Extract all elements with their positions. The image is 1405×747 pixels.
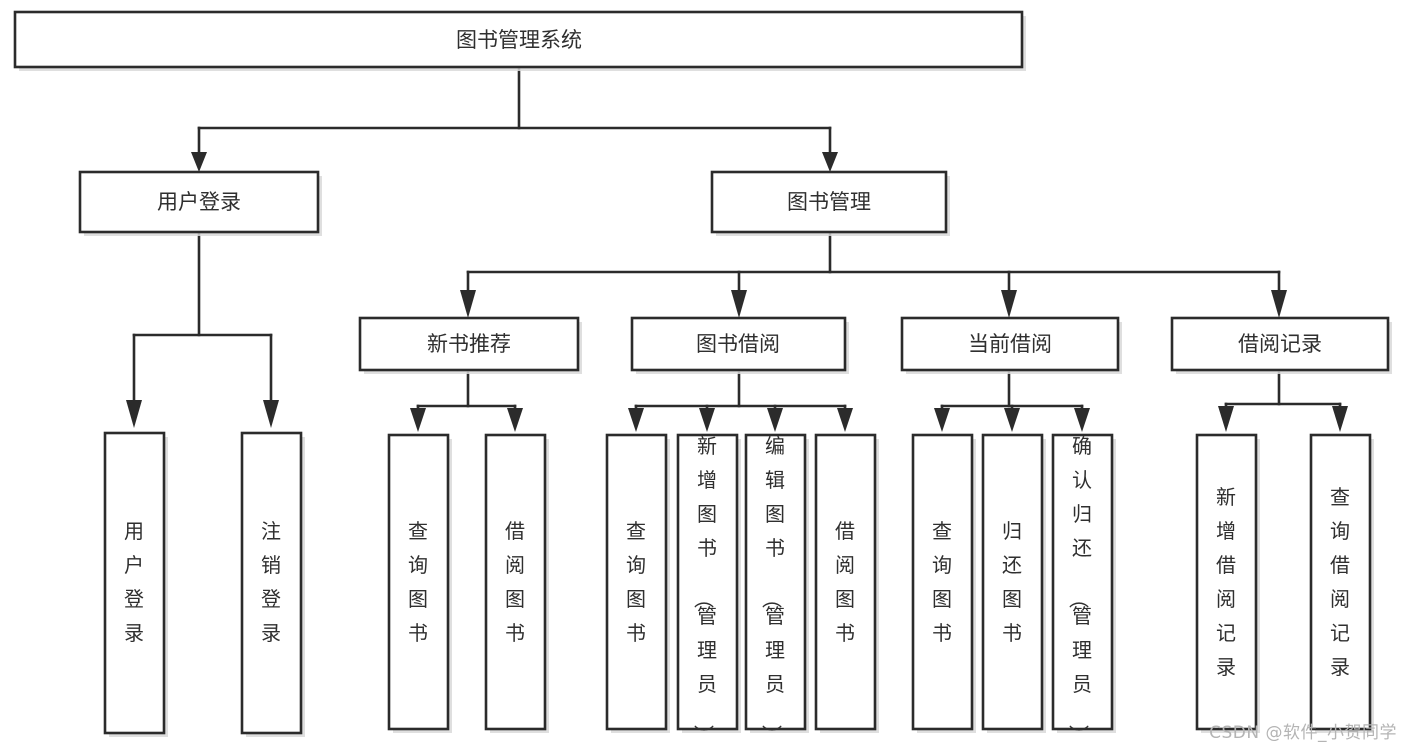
node-user-login[interactable]: 用户登录 bbox=[78, 170, 322, 236]
leaf-user-login-box[interactable] bbox=[103, 431, 166, 735]
node-leaf-query-book-1[interactable]: 查询图书 bbox=[387, 433, 452, 733]
leaf-add-book-box[interactable] bbox=[676, 433, 739, 731]
node-leaf-user-logout[interactable]: 注销登录 bbox=[240, 431, 305, 737]
leaf-return-book-box[interactable] bbox=[981, 433, 1044, 731]
arrowhead-leaf-add-record bbox=[1218, 406, 1234, 432]
leaf-confirm-return-box[interactable] bbox=[1051, 433, 1114, 731]
arrowhead-leaf-query-book-2 bbox=[628, 408, 644, 432]
node-leaf-add-record[interactable]: 新增借阅记录 bbox=[1195, 433, 1260, 733]
node-leaf-query-record[interactable]: 查询借阅记录 bbox=[1309, 433, 1374, 733]
arrowhead-leaf-user-login bbox=[126, 400, 142, 428]
arrowhead-new-book-recommend bbox=[460, 290, 476, 318]
node-leaf-edit-book[interactable]: 编辑图书（管理员） bbox=[744, 433, 809, 745]
leaf-borrow-book-1-box[interactable] bbox=[484, 433, 547, 731]
connector-layer bbox=[126, 65, 1348, 432]
book-management-label: 图书管理 bbox=[787, 190, 871, 214]
leaf-query-book-1-box[interactable] bbox=[387, 433, 450, 731]
current-borrow-label: 当前借阅 bbox=[968, 332, 1052, 356]
node-borrow-record[interactable]: 借阅记录 bbox=[1170, 316, 1392, 374]
leaf-query-book-3-box[interactable] bbox=[911, 433, 974, 731]
current-borrow-box[interactable] bbox=[900, 316, 1120, 372]
new-book-recommend-box[interactable] bbox=[358, 316, 580, 372]
leaf-return-book-label: 归还图书 bbox=[1002, 519, 1022, 645]
node-leaf-borrow-book-2[interactable]: 借阅图书 bbox=[814, 433, 879, 733]
root-box[interactable] bbox=[13, 10, 1024, 69]
arrowhead-current-borrow bbox=[1001, 290, 1017, 318]
borrow-record-box[interactable] bbox=[1170, 316, 1390, 372]
arrowhead-leaf-user-logout bbox=[263, 400, 279, 428]
new-book-recommend-label: 新书推荐 bbox=[427, 332, 511, 356]
arrowhead-leaf-add-book bbox=[699, 408, 715, 432]
leaf-user-logout-label: 注销登录 bbox=[261, 519, 281, 645]
arrowhead-leaf-borrow-book-1 bbox=[507, 408, 523, 432]
user-login-box[interactable] bbox=[78, 170, 320, 234]
arrowhead-leaf-return-book bbox=[1004, 408, 1020, 432]
arrowhead-borrow-record bbox=[1271, 290, 1287, 318]
arrowhead-book-management bbox=[822, 152, 838, 172]
leaf-query-record-label: 查询借阅记录 bbox=[1330, 485, 1350, 679]
arrowhead-leaf-query-record bbox=[1332, 406, 1348, 432]
leaf-edit-book-label: 编辑图书（管理员） bbox=[760, 434, 785, 745]
arrowhead-leaf-query-book-1 bbox=[410, 408, 426, 432]
leaf-query-record-box[interactable] bbox=[1309, 433, 1372, 731]
node-leaf-borrow-book-1[interactable]: 借阅图书 bbox=[484, 433, 549, 733]
borrow-record-label: 借阅记录 bbox=[1238, 332, 1322, 356]
leaf-borrow-book-2-label: 借阅图书 bbox=[835, 519, 855, 645]
arrowhead-book-borrow bbox=[731, 290, 747, 318]
leaf-confirm-return-label: 确认归还（管理员） bbox=[1067, 434, 1092, 745]
book-management-box[interactable] bbox=[710, 170, 948, 234]
root-label: 图书管理系统 bbox=[456, 28, 582, 52]
leaf-borrow-book-1-label: 借阅图书 bbox=[505, 519, 525, 645]
node-current-borrow[interactable]: 当前借阅 bbox=[900, 316, 1122, 374]
arrowhead-leaf-confirm-return bbox=[1074, 408, 1090, 432]
leaf-add-record-box[interactable] bbox=[1195, 433, 1258, 731]
node-leaf-add-book[interactable]: 新增图书（管理员） bbox=[676, 433, 741, 745]
leaf-edit-book-box[interactable] bbox=[744, 433, 807, 731]
leaf-query-book-2-box[interactable] bbox=[605, 433, 668, 731]
node-book-management[interactable]: 图书管理 bbox=[710, 170, 950, 236]
node-leaf-query-book-2[interactable]: 查询图书 bbox=[605, 433, 670, 733]
node-root[interactable]: 图书管理系统 bbox=[13, 10, 1026, 71]
arrowhead-leaf-borrow-book-2 bbox=[837, 408, 853, 432]
arrowhead-leaf-query-book-3 bbox=[934, 408, 950, 432]
node-new-book-recommend[interactable]: 新书推荐 bbox=[358, 316, 582, 374]
book-borrow-label: 图书借阅 bbox=[696, 332, 780, 356]
leaf-user-login-label: 用户登录 bbox=[124, 519, 144, 645]
leaf-user-logout-box[interactable] bbox=[240, 431, 303, 735]
arrowhead-leaf-edit-book bbox=[767, 408, 783, 432]
node-leaf-user-login[interactable]: 用户登录 bbox=[103, 431, 168, 737]
csdn-watermark: CSDN @软件_小贺同学 bbox=[1209, 723, 1397, 743]
leaf-borrow-book-2-box[interactable] bbox=[814, 433, 877, 731]
arrowhead-user-login bbox=[191, 152, 207, 172]
leaf-query-book-3-label: 查询图书 bbox=[932, 519, 952, 645]
node-leaf-query-book-3[interactable]: 查询图书 bbox=[911, 433, 976, 733]
book-borrow-box[interactable] bbox=[630, 316, 847, 372]
node-leaf-return-book[interactable]: 归还图书 bbox=[981, 433, 1046, 733]
leaf-query-book-2-label: 查询图书 bbox=[626, 519, 646, 645]
node-book-borrow[interactable]: 图书借阅 bbox=[630, 316, 849, 374]
leaf-add-record-label: 新增借阅记录 bbox=[1216, 485, 1236, 679]
leaf-query-book-1-label: 查询图书 bbox=[408, 519, 428, 645]
leaf-add-book-label: 新增图书（管理员） bbox=[692, 434, 717, 745]
node-leaf-confirm-return[interactable]: 确认归还（管理员） bbox=[1051, 433, 1116, 745]
user-login-label: 用户登录 bbox=[157, 190, 241, 214]
